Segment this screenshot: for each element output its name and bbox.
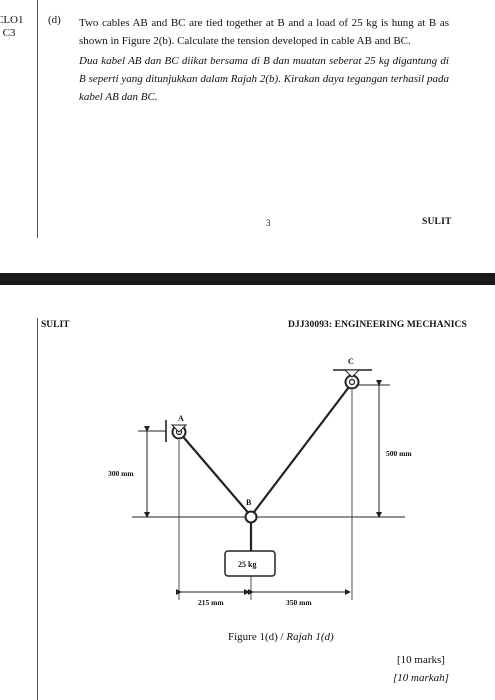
caption-malay: Rajah 1(d) <box>286 631 334 643</box>
cognitive-level: C3 <box>2 27 16 39</box>
margin-line-lower <box>37 318 38 700</box>
marks-english: [10 marks] <box>397 654 445 666</box>
question-text-english: Two cables AB and BC are tied together a… <box>79 17 449 47</box>
page-separator <box>0 273 495 285</box>
load-box <box>224 550 276 577</box>
footer-sulit: SULIT <box>422 217 452 227</box>
cable-bc <box>250 382 353 517</box>
page-number: 3 <box>266 218 271 228</box>
dim-350-label: 350 mm <box>286 598 312 607</box>
header-sulit: SULIT <box>41 320 70 330</box>
load-label: 25 kg <box>238 560 256 569</box>
clo-label: CLO1 C3 <box>0 14 24 40</box>
dim-215-label: 215 mm <box>198 598 224 607</box>
point-a-label: A <box>178 414 184 423</box>
clo-code: CLO1 <box>0 14 24 26</box>
caption-english: Figure 1(d) / <box>228 631 287 643</box>
question-text: Two cables AB and BC are tied together a… <box>79 14 449 106</box>
point-b-label: B <box>246 498 252 507</box>
ring-b-icon <box>244 510 258 524</box>
marks-malay: [10 markah] <box>393 672 449 684</box>
question-text-malay: Dua kabel AB dan BC diikat bersama di B … <box>79 55 449 103</box>
question-label: (d) <box>48 14 61 26</box>
cable-ab <box>178 431 252 517</box>
figure-caption: Figure 1(d) / Rajah 1(d) <box>228 631 334 643</box>
course-title: DJJ30093: ENGINEERING MECHANICS <box>288 320 467 330</box>
point-c-label: C <box>348 357 354 366</box>
dim-500-label: 500 mm <box>386 449 412 458</box>
dim-300-label: 300 mm <box>108 469 134 478</box>
margin-line <box>37 0 38 238</box>
